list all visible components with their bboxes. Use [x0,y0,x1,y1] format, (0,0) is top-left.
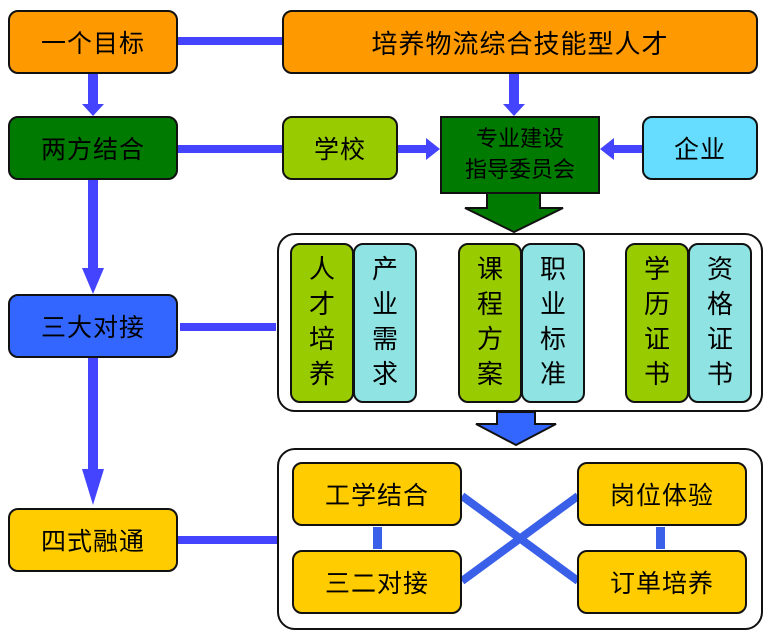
four-modes-box: 四式融通 [8,508,178,572]
pair-1-right: 产 业 需 求 [353,243,417,403]
enterprise-box: 企业 [642,116,758,180]
char: 程 [476,290,503,320]
connector-four-frame [178,536,277,544]
goal-box: 一个目标 [8,10,178,74]
arrow-committee-down [464,192,564,234]
char: 求 [371,360,398,390]
arrow-goal-to-two [82,74,104,116]
char: 需 [371,325,398,355]
pair-1-left: 人 才 培 养 [290,243,354,403]
char: 职 [539,255,566,285]
arrow-target-to-committee [503,74,525,116]
committee-box: 专业建设 指导委员会 [440,116,600,194]
char: 案 [476,360,503,390]
target-box: 培养物流综合技能型人才 [282,10,758,74]
char: 业 [539,290,566,320]
connector-three-frame [180,323,276,331]
arrow-school-to-committee [398,138,440,160]
char: 课 [476,255,503,285]
char: 书 [706,360,733,390]
char: 人 [308,255,335,285]
connector-goal-target [178,37,282,45]
arrow-frames-down [475,411,557,447]
char: 书 [643,360,670,390]
char: 历 [643,290,670,320]
arrow-enterprise-to-committee [600,138,642,160]
pair-2-right: 职 业 标 准 [521,243,585,403]
link-left-vertical [373,527,382,549]
cross-line-2 [459,492,581,585]
school-box: 学校 [282,116,398,180]
char: 证 [643,325,670,355]
committee-line-1: 专业建设 [475,127,564,152]
char: 标 [539,325,566,355]
mode-order-training: 订单培养 [577,550,747,614]
char: 资 [706,255,733,285]
committee-line-2: 指导委员会 [464,158,575,183]
arrow-three-to-four [82,358,104,505]
arrow-two-to-three [82,180,104,294]
three-docking-box: 三大对接 [8,294,178,358]
char: 学 [643,255,670,285]
char: 准 [539,360,566,390]
char: 格 [706,290,733,320]
char: 方 [476,325,503,355]
pair-3-left: 学 历 证 书 [625,243,689,403]
char: 业 [371,290,398,320]
mode-work-study: 工学结合 [292,462,462,526]
char: 才 [308,290,335,320]
two-parties-box: 两方结合 [8,116,178,180]
pair-2-left: 课 程 方 案 [458,243,522,403]
link-right-vertical [656,527,665,549]
char: 养 [308,360,335,390]
char: 培 [308,325,335,355]
mode-job-experience: 岗位体验 [577,462,747,526]
pair-3-right: 资 格 证 书 [688,243,752,403]
char: 产 [371,255,398,285]
mode-three-two: 三二对接 [292,550,462,614]
connector-two-school [178,145,282,153]
char: 证 [706,325,733,355]
